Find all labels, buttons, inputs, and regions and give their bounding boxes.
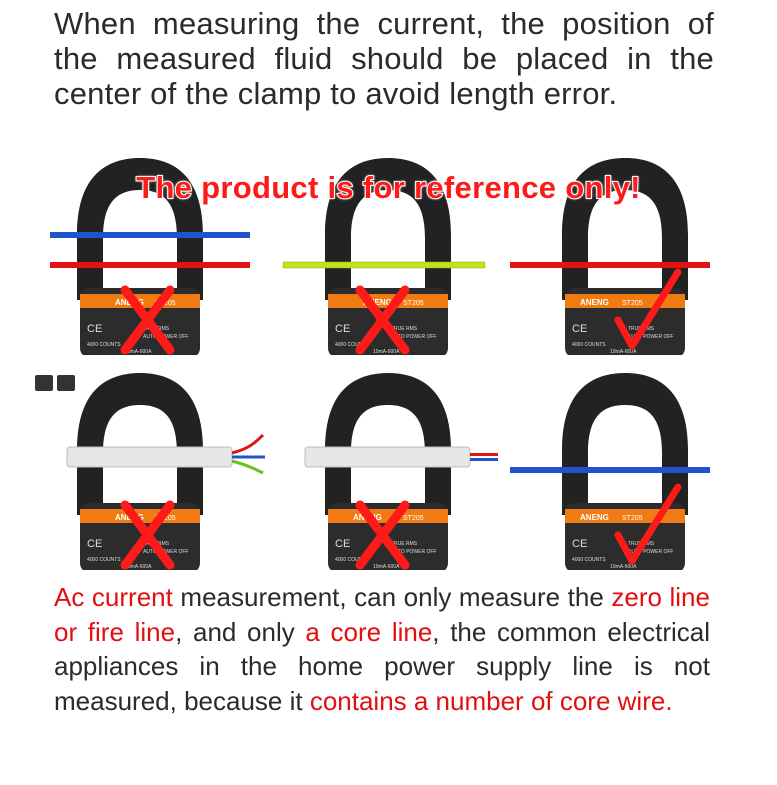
range-label: 10mA-600A	[125, 564, 152, 570]
range-label: 10mA-600A	[610, 564, 637, 570]
panel-blue-red-cables: ANENG ST205 CE 4000 COUNTS TRUE RMS AUTO…	[15, 150, 265, 355]
rms-label: TRUE RMS	[391, 326, 418, 332]
range-label: 10mA-600A	[125, 349, 152, 355]
incorrect-mark-icon	[120, 285, 175, 355]
ce-mark: CE	[572, 538, 587, 550]
yellow-green-wire	[282, 261, 486, 269]
ce-mark: CE	[87, 538, 102, 550]
sheathed-cable	[304, 446, 471, 468]
correct-checkmark-icon	[614, 268, 682, 350]
page-heading: When measuring the current, the position…	[54, 6, 714, 111]
clamp-meter-illustration-grid: ANENG ST205 CE 4000 COUNTS TRUE RMS AUTO…	[0, 150, 777, 570]
counts-label: 4000 COUNTS	[572, 557, 606, 563]
rms-label: TRUE RMS	[391, 541, 418, 547]
clamp-jaw	[325, 158, 451, 300]
counts-label: 4000 COUNTS	[335, 557, 369, 563]
highlight-core-line: a core line	[305, 616, 433, 647]
explanation-paragraph: Ac current measurement, can only measure…	[54, 580, 710, 718]
model-label: ST205	[622, 515, 643, 522]
body-text-segment: measurement, can only measure the	[172, 582, 612, 612]
red-wire	[510, 262, 710, 268]
ce-mark: CE	[335, 323, 350, 335]
model-label: ST205	[403, 300, 424, 307]
clamp-jaw	[77, 373, 203, 515]
highlight-core-wire: contains a number of core wire.	[309, 685, 673, 716]
range-label: 10mA-600A	[373, 349, 400, 355]
counts-label: 4000 COUNTS	[87, 557, 121, 563]
red-wire	[50, 262, 250, 268]
clamp-jaw	[562, 373, 688, 515]
range-label: 10mA-600A	[373, 564, 400, 570]
panel-yellow-green-cable: ANENG ST205 CE 4000 COUNTS TRUE RMS AUTO…	[263, 150, 513, 355]
counts-label: 4000 COUNTS	[87, 342, 121, 348]
highlight-ac-current: Ac current	[54, 582, 173, 612]
panel-blue-cable: ANENG ST205 CE 4000 COUNTS TRUE RMS AUTO…	[500, 365, 750, 570]
incorrect-mark-icon	[355, 500, 410, 570]
ce-mark: CE	[572, 323, 587, 335]
range-label: 10mA-600A	[610, 349, 637, 355]
panel-red-cable: ANENG ST205 CE 4000 COUNTS TRUE RMS AUTO…	[500, 150, 750, 355]
panel-multi-core-cable: ANENG ST205 CE 4000 COUNTS TRUE RMS AUTO…	[15, 365, 265, 570]
brand-label: ANENG	[363, 298, 392, 307]
blue-wire	[510, 467, 710, 473]
counts-label: 4000 COUNTS	[335, 342, 369, 348]
clamp-jaw	[77, 158, 203, 300]
incorrect-mark-icon	[120, 500, 175, 570]
auto-power-label: AUTO POWER OFF	[391, 549, 436, 555]
clamp-jaw	[325, 373, 451, 515]
panel-two-core-cable: ANENG ST205 CE 4000 COUNTS TRUE RMS AUTO…	[263, 365, 513, 570]
model-label: ST205	[622, 300, 643, 307]
brand-label: ANENG	[580, 298, 609, 307]
highlight-zero-fire-line: zero line or fire line	[54, 582, 710, 647]
incorrect-mark-icon	[355, 285, 410, 355]
model-label: ST205	[403, 515, 424, 522]
reference-only-disclaimer: The product is for reference only!	[135, 169, 641, 206]
correct-checkmark-icon	[614, 483, 682, 565]
counts-label: 4000 COUNTS	[572, 342, 606, 348]
clamp-jaw	[562, 158, 688, 300]
body-text-segment: , and only	[175, 616, 306, 647]
auto-power-label: AUTO POWER OFF	[391, 334, 436, 340]
sheathed-cable	[66, 446, 233, 468]
brand-label: ANENG	[580, 513, 609, 522]
body-text-segment: , the common electrical appliances in th…	[54, 616, 710, 716]
auto-power-label: AUTO POWER OFF	[628, 334, 673, 340]
ce-mark: CE	[335, 538, 350, 550]
auto-power-label: AUTO POWER OFF	[628, 549, 673, 555]
blue-wire	[50, 232, 250, 238]
ce-mark: CE	[87, 323, 102, 335]
